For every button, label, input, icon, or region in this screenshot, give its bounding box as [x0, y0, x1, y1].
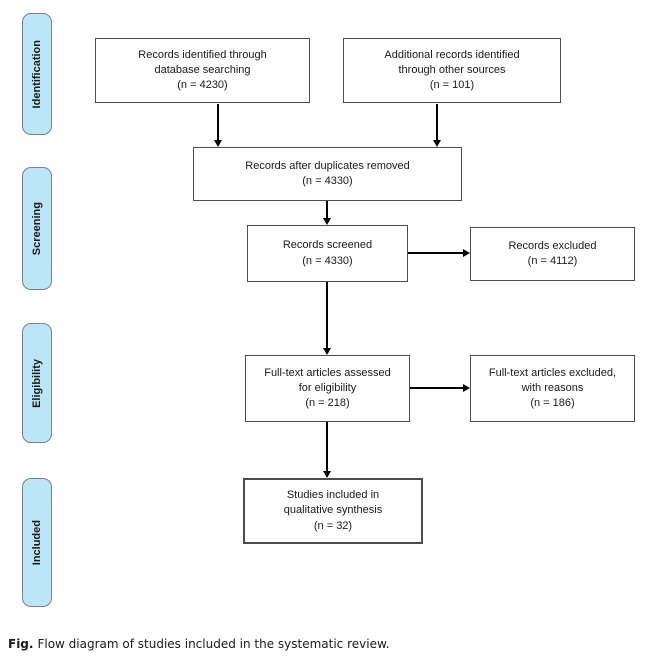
- box-records-identified-database: Records identified through database sear…: [95, 38, 310, 103]
- arrow-screened-to-excluded: [408, 252, 463, 254]
- box-records-excluded: Records excluded (n = 4112): [470, 227, 635, 281]
- box-records-excluded-text: Records excluded (n = 4112): [508, 239, 597, 267]
- stage-identification-label: Identification: [31, 39, 43, 109]
- box-records-after-duplicates-removed: Records after duplicates removed (n = 43…: [193, 147, 462, 201]
- stage-eligibility-label: Eligibility: [31, 358, 43, 408]
- box-additional-records-other-sources-text: Additional records identified through ot…: [384, 48, 520, 92]
- stage-screening: Screening: [22, 167, 52, 290]
- arrow-duplicates-to-screened: [326, 201, 328, 218]
- arrow-other-sources-to-duplicates: [436, 104, 438, 140]
- box-records-screened: Records screened (n = 4330): [247, 225, 408, 282]
- stage-included-label: Included: [31, 519, 43, 566]
- figure-caption-text: Flow diagram of studies included in the …: [37, 637, 390, 651]
- box-records-after-duplicates-removed-text: Records after duplicates removed (n = 43…: [245, 159, 410, 187]
- box-fulltext-excluded-text: Full-text articles excluded, with reason…: [488, 366, 617, 410]
- box-fulltext-excluded: Full-text articles excluded, with reason…: [470, 355, 635, 422]
- arrow-database-to-duplicates: [217, 104, 219, 140]
- stage-identification: Identification: [22, 13, 52, 135]
- box-fulltext-assessed: Full-text articles assessed for eligibil…: [245, 355, 410, 422]
- figure-caption-prefix: Fig.: [8, 637, 34, 651]
- box-fulltext-assessed-text: Full-text articles assessed for eligibil…: [264, 366, 391, 410]
- box-studies-included-qualitative: Studies included in qualitative synthesi…: [243, 478, 423, 544]
- arrow-fulltext-to-fulltext-excluded: [410, 387, 463, 389]
- box-studies-included-qualitative-text: Studies included in qualitative synthesi…: [283, 489, 383, 532]
- stage-eligibility: Eligibility: [22, 323, 52, 443]
- figure-caption: Fig.Flow diagram of studies included in …: [8, 637, 390, 651]
- box-records-identified-database-text: Records identified through database sear…: [138, 48, 267, 92]
- box-additional-records-other-sources: Additional records identified through ot…: [343, 38, 561, 103]
- stage-included: Included: [22, 478, 52, 607]
- arrow-screened-to-fulltext: [326, 282, 328, 348]
- arrow-fulltext-to-included: [326, 422, 328, 471]
- stage-screening-label: Screening: [31, 201, 43, 256]
- box-records-screened-text: Records screened (n = 4330): [282, 239, 373, 267]
